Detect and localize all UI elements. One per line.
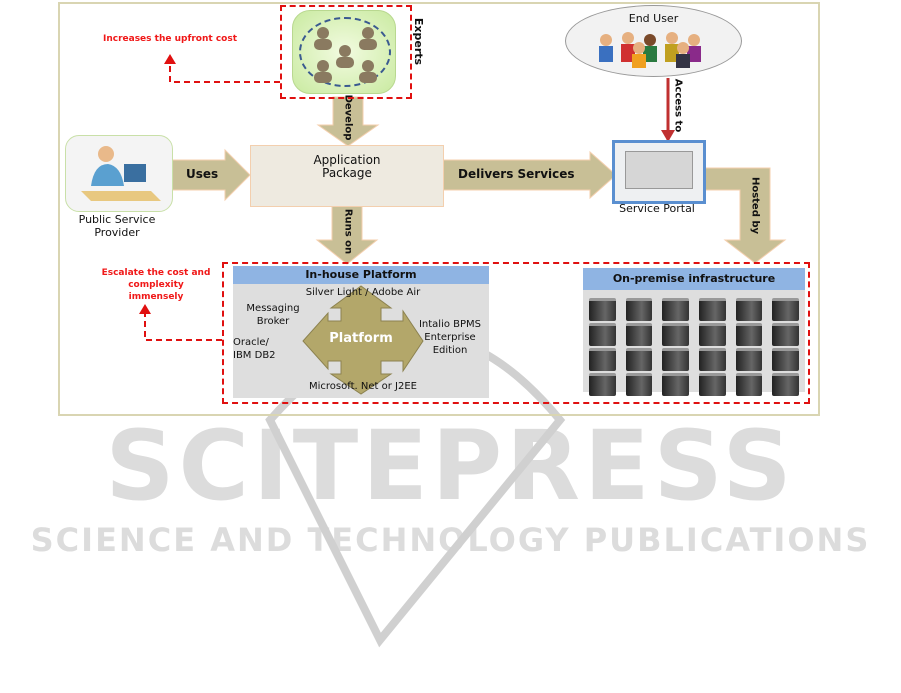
platform-top: Silver Light / Adobe Air <box>305 287 421 298</box>
in-house-platform: In-house Platform Platform Silver Light … <box>233 266 489 398</box>
runs-on-arrow <box>315 204 379 265</box>
platform-left: Oracle/ IBM DB2 <box>233 337 276 361</box>
server-icon <box>662 298 689 321</box>
escalate-annotation: Escalate the cost and complexity immense… <box>101 268 211 302</box>
server-icon <box>625 373 653 396</box>
upfront-annotation: Increases the upfront cost <box>102 34 237 44</box>
on-premise-infrastructure: On-premise infrastructure <box>583 268 805 396</box>
application-package[interactable]: Application Package <box>250 145 444 207</box>
people-icon <box>314 27 377 83</box>
runs-on-label: Runs on <box>342 208 354 255</box>
platform-center: Platform <box>329 331 393 346</box>
server-icon <box>698 373 726 396</box>
application-package-label: Application Package <box>313 153 381 180</box>
service-portal[interactable] <box>612 140 706 204</box>
access-arrow <box>661 78 675 142</box>
watermark-main: SCITEPRESS <box>105 410 796 522</box>
server-icon <box>735 298 763 321</box>
server-icon <box>698 348 726 371</box>
public-service-provider-icon <box>65 135 173 212</box>
platform-bottom: Microsoft. Net or J2EE <box>309 381 417 392</box>
server-icon <box>772 348 799 371</box>
delivers-label: Delivers Services <box>458 167 575 181</box>
experts-label: Experts <box>412 17 426 66</box>
server-icon <box>772 298 799 321</box>
server-icon <box>589 348 616 371</box>
server-icon <box>735 323 763 346</box>
uses-label: Uses <box>186 167 219 181</box>
server-icon <box>662 348 689 371</box>
portal-screenshot-icon <box>625 151 693 189</box>
server-icon <box>735 373 763 396</box>
server-icon <box>625 323 653 346</box>
server-icon <box>662 323 689 346</box>
server-icon <box>625 348 653 371</box>
platform-cross-arrow <box>302 285 424 395</box>
platform-infrastructure-highlight <box>222 262 810 404</box>
server-icon <box>698 323 726 346</box>
diagram-frame <box>58 2 820 416</box>
platform-right: Intalio BPMS Enterprise Edition <box>418 319 482 356</box>
escalate-connector <box>144 312 222 341</box>
delivers-arrow <box>441 150 617 200</box>
hosted-by-label: Hosted by <box>749 176 761 235</box>
end-user-label: End User <box>628 12 679 25</box>
hosted-by-arrow <box>702 167 787 264</box>
server-icon <box>589 323 616 346</box>
infrastructure-title: On-premise infrastructure <box>583 268 805 290</box>
users-icon <box>599 32 701 68</box>
server-grid <box>583 290 805 396</box>
develop-arrow <box>316 96 380 147</box>
experts-group <box>292 10 396 94</box>
server-icon <box>625 298 653 321</box>
uses-arrow <box>171 148 251 202</box>
experts-highlight <box>280 5 412 99</box>
public-service-provider-label: Public Service Provider <box>78 213 156 239</box>
server-icon <box>698 298 726 321</box>
server-icon <box>772 373 799 396</box>
upfront-connector <box>169 62 280 83</box>
server-icon <box>662 373 689 396</box>
in-house-platform-title: In-house Platform <box>233 266 489 284</box>
server-icon <box>772 323 799 346</box>
service-portal-label: Service Portal <box>619 202 695 215</box>
server-icon <box>589 298 616 321</box>
access-label: Access to <box>672 78 684 133</box>
server-icon <box>589 373 616 396</box>
end-user-group: End User <box>565 5 742 77</box>
platform-messaging: Messaging Broker <box>246 303 300 327</box>
server-icon <box>735 348 763 371</box>
